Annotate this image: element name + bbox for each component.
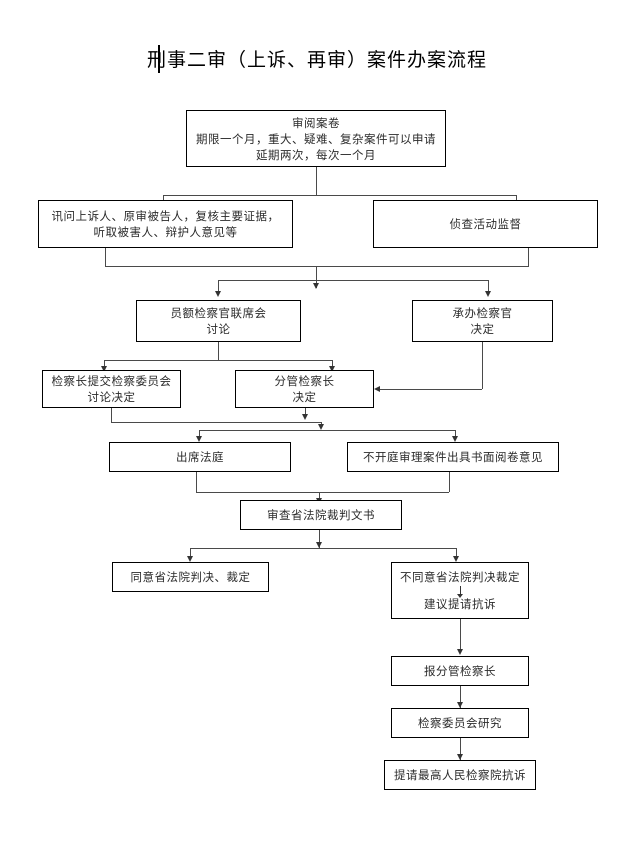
- arrow-down-icon: [215, 291, 221, 297]
- arrow-down-icon: [457, 702, 463, 708]
- node-line: 讯问上诉人、原审被告人，复核主要证据，: [51, 209, 280, 223]
- node-line: 决定: [292, 390, 317, 404]
- connector-vertical: [199, 430, 200, 438]
- connector-vertical: [528, 248, 529, 266]
- node-request-supreme-protest[interactable]: 提请最高人民检察院抗诉: [384, 760, 536, 790]
- connector-horizontal: [163, 195, 516, 196]
- node-prosecutor-joint-meeting[interactable]: 员额检察官联席会 讨论: [136, 300, 301, 342]
- arrow-down-icon: [318, 424, 324, 430]
- node-line: 提请最高人民检察院抗诉: [394, 768, 526, 782]
- arrow-down-icon: [453, 556, 459, 562]
- node-line: 讨论决定: [87, 390, 136, 404]
- node-line: 不同意省法院判决裁定: [400, 570, 520, 584]
- node-deputy-chief-prosecutor-decision[interactable]: 分管检察长 决定: [235, 370, 374, 408]
- connector-vertical: [190, 548, 191, 559]
- node-line: 出席法庭: [176, 450, 224, 464]
- connector-vertical: [449, 472, 450, 492]
- connector-horizontal: [196, 492, 449, 493]
- connector-vertical: [111, 408, 112, 422]
- node-agree-judgment[interactable]: 同意省法院判决、裁定: [112, 562, 269, 592]
- connector-vertical: [319, 530, 320, 548]
- arrow-down-icon: [101, 366, 107, 372]
- connector-vertical: [455, 430, 456, 438]
- node-committee-study[interactable]: 检察委员会研究: [391, 708, 529, 738]
- connector-vertical: [316, 266, 317, 288]
- connector-vertical: [482, 342, 483, 389]
- node-line: 侦查活动监督: [449, 217, 522, 231]
- node-line: 员额检察官联席会: [170, 306, 267, 320]
- node-investigation-supervision[interactable]: 侦查活动监督: [373, 200, 598, 248]
- arrow-down-icon: [187, 556, 193, 562]
- node-line: 承办检察官: [452, 306, 513, 320]
- connector-vertical: [105, 248, 106, 266]
- connector-vertical: [460, 738, 461, 762]
- arrow-down-icon: [302, 414, 308, 420]
- connector-horizontal: [104, 360, 332, 361]
- node-written-opinion[interactable]: 不开庭审理案件出具书面阅卷意见: [347, 442, 559, 472]
- node-line: 延期两次，每次一个月: [256, 147, 376, 162]
- connector-vertical: [319, 492, 320, 502]
- arrow-down-icon: [329, 366, 335, 372]
- node-line: 报分管检察长: [424, 664, 496, 678]
- node-chief-prosecutor-committee[interactable]: 检察长提交检察委员会 讨论决定: [42, 370, 181, 408]
- connector-vertical: [488, 280, 489, 293]
- arrow-left-icon: [374, 386, 380, 392]
- connector-vertical: [104, 360, 105, 369]
- arrow-down-icon: [457, 586, 463, 598]
- node-review-file[interactable]: 审阅案卷 期限一个月，重大、疑难、复杂案件可以申请 延期两次，每次一个月: [186, 110, 446, 167]
- connector-vertical: [305, 408, 306, 418]
- connector-vertical: [456, 548, 457, 559]
- connector-vertical: [218, 280, 219, 293]
- node-line: 检察委员会研究: [418, 716, 502, 730]
- node-report-deputy-chief[interactable]: 报分管检察长: [391, 656, 529, 686]
- node-line: 决定: [470, 322, 495, 336]
- connector-horizontal: [111, 422, 321, 423]
- node-line: 期限一个月，重大、疑难、复杂案件可以申请: [196, 131, 436, 146]
- node-handling-prosecutor-decision[interactable]: 承办检察官 决定: [412, 300, 553, 342]
- node-line: 同意省法院判决、裁定: [130, 570, 251, 584]
- connector-horizontal: [199, 430, 455, 431]
- node-attend-court[interactable]: 出席法庭: [109, 442, 291, 472]
- connector-vertical: [196, 472, 197, 492]
- node-line: 听取被害人、辩护人意见等: [93, 225, 238, 239]
- connector-horizontal: [105, 266, 529, 267]
- text-caret: [158, 45, 160, 73]
- connector-horizontal: [190, 548, 456, 549]
- node-line: 建议提请抗诉: [424, 597, 496, 611]
- arrow-down-icon: [196, 436, 202, 442]
- node-line: 不开庭审理案件出具书面阅卷意见: [363, 450, 543, 464]
- connector-vertical: [460, 619, 461, 651]
- connector-vertical: [460, 686, 461, 710]
- node-line: 检察长提交检察委员会: [51, 374, 172, 388]
- arrow-down-icon: [485, 291, 491, 297]
- page-title: 刑事二审（上诉、再审）案件办案流程: [146, 49, 487, 71]
- connector-vertical: [218, 342, 219, 360]
- arrow-down-icon: [313, 283, 319, 289]
- arrow-down-icon: [316, 542, 322, 548]
- arrow-down-icon: [452, 436, 458, 442]
- node-review-judgment[interactable]: 审查省法院裁判文书: [240, 500, 402, 530]
- node-line: 讨论: [206, 322, 231, 336]
- connector-vertical: [332, 360, 333, 369]
- connector-vertical: [316, 167, 317, 195]
- node-line: 审查省法院裁判文书: [267, 508, 375, 522]
- arrow-down-icon: [457, 649, 463, 655]
- connector-horizontal: [218, 280, 488, 281]
- node-line: 分管检察长: [274, 374, 335, 388]
- connector-horizontal: [380, 389, 482, 390]
- node-disagree-judgment[interactable]: 不同意省法院判决裁定 建议提请抗诉: [391, 562, 529, 619]
- node-line: 审阅案卷: [292, 115, 340, 130]
- arrow-down-icon: [457, 754, 463, 760]
- node-interrogate[interactable]: 讯问上诉人、原审被告人，复核主要证据， 听取被害人、辩护人意见等: [38, 200, 293, 248]
